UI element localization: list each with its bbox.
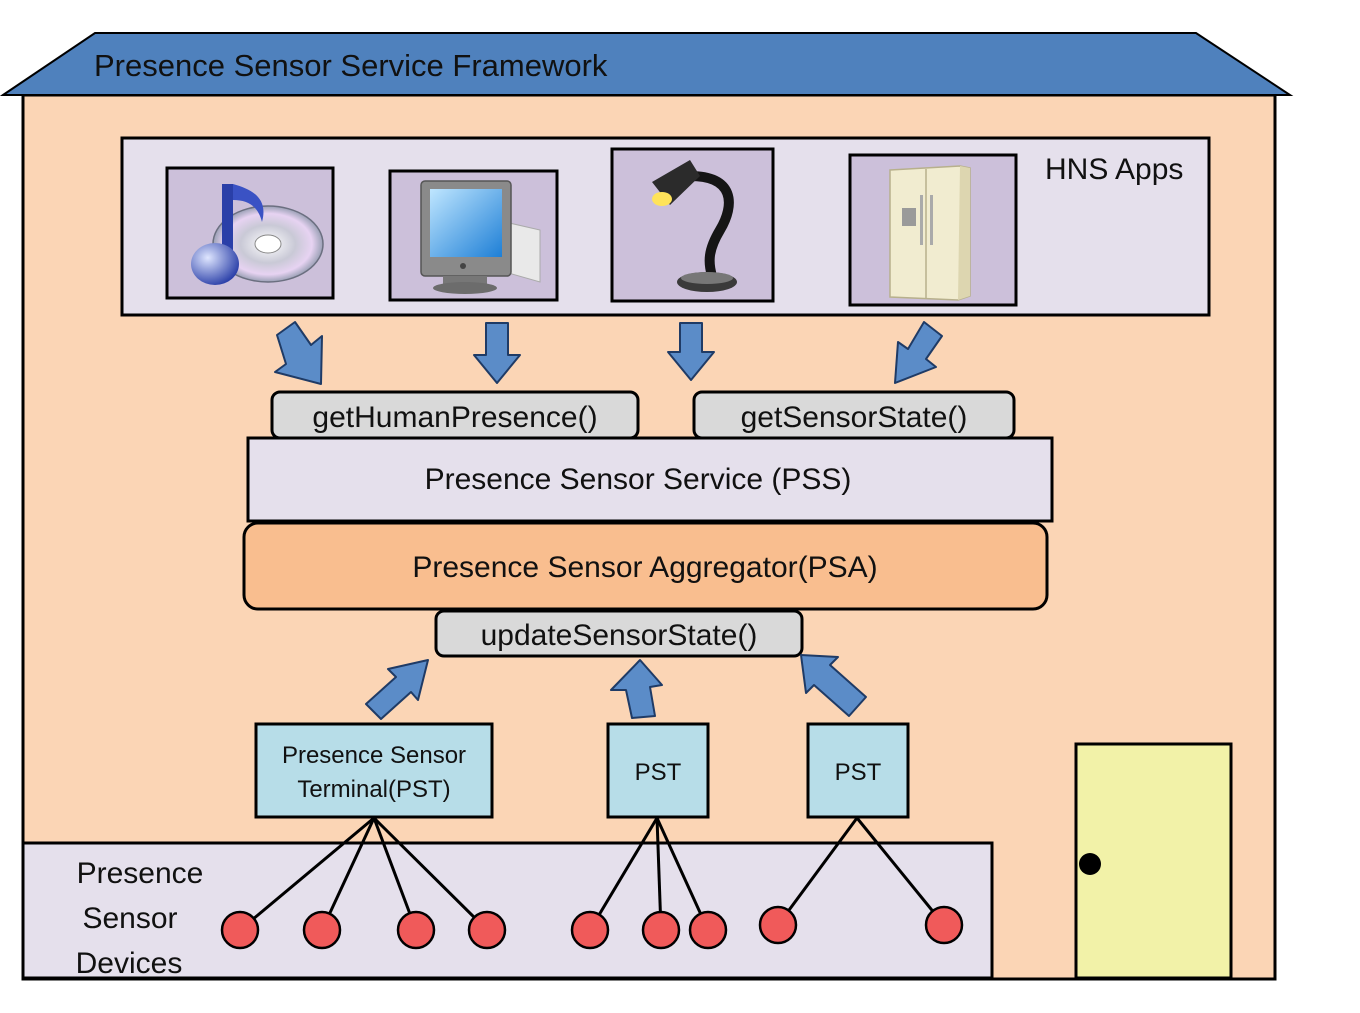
app-tile-lamp[interactable] <box>610 147 775 303</box>
pst-terminal-2[interactable] <box>606 722 710 819</box>
terminal-device-links <box>239 816 946 932</box>
pss-layer <box>246 436 1054 523</box>
devices-label-line2: Sensor <box>82 902 177 935</box>
update-sensor-state-label: updateSensorState() <box>481 619 758 652</box>
monitor-icon <box>420 180 541 294</box>
sensor-device <box>641 910 681 950</box>
pst2-label: PST <box>635 759 682 786</box>
sensor-device <box>396 910 436 950</box>
devices-label-line3: Devices <box>76 947 183 980</box>
devices-area <box>21 841 994 980</box>
app-tile-music[interactable] <box>165 166 335 300</box>
devices-label-line1: Presence <box>77 857 204 890</box>
music-cd-icon <box>191 184 324 285</box>
diagram-title: Presence Sensor Service Framework <box>94 48 608 83</box>
get-sensor-state-label: getSensorState() <box>741 401 968 434</box>
refrigerator-icon <box>889 165 971 301</box>
house-door <box>1074 742 1233 980</box>
pst-main-label-line2: Terminal(PST) <box>297 776 450 803</box>
arrow-app2 <box>473 322 521 384</box>
arrow-pst3 <box>800 654 867 717</box>
hns-apps-label: HNS Apps <box>1045 153 1183 186</box>
update-sensor-state-pill[interactable] <box>434 609 804 658</box>
psa-layer <box>242 521 1049 611</box>
sensor-device <box>758 905 798 945</box>
arrow-pst2 <box>610 659 663 719</box>
sensor-devices <box>220 905 964 950</box>
arrow-pst1 <box>365 659 429 720</box>
pss-label: Presence Sensor Service (PSS) <box>425 463 852 496</box>
arrow-app3 <box>667 322 715 381</box>
sensor-device <box>924 905 964 945</box>
pst3-label: PST <box>835 759 882 786</box>
sensor-device <box>570 910 610 950</box>
app-tile-monitor[interactable] <box>388 169 559 302</box>
arrow-app4 <box>894 321 943 384</box>
terminal-to-api-arrows <box>365 654 867 720</box>
app-tile-refrigerator[interactable] <box>848 153 1018 307</box>
sensor-device <box>467 910 507 950</box>
sensor-device <box>302 910 342 950</box>
door-knob <box>1079 853 1101 875</box>
arrow-app1 <box>274 321 323 385</box>
roof <box>0 32 1294 96</box>
app-to-api-arrows <box>274 321 943 385</box>
pst-terminal-main[interactable] <box>254 722 494 819</box>
get-human-presence-label: getHumanPresence() <box>312 401 597 434</box>
sensor-device <box>688 910 728 950</box>
pst-terminal-3[interactable] <box>806 722 910 819</box>
pst-main-label-line1: Presence Sensor <box>282 742 466 769</box>
psa-label: Presence Sensor Aggregator(PSA) <box>412 551 877 584</box>
desk-lamp-icon <box>652 160 737 292</box>
sensor-device <box>220 910 260 950</box>
